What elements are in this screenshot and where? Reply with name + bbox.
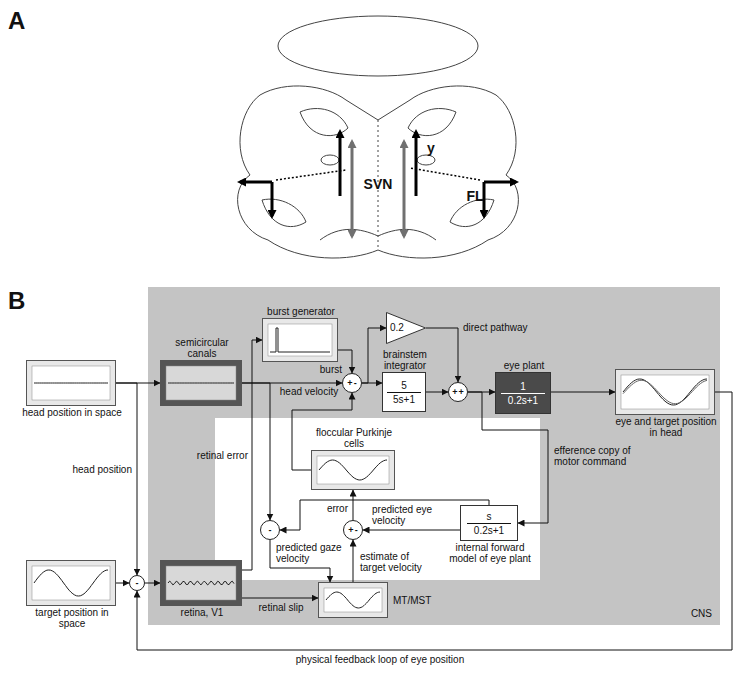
fraction-bar xyxy=(387,392,421,393)
sign: + xyxy=(347,379,352,388)
numerator: s xyxy=(487,511,492,522)
sensor-box: semicircular canals xyxy=(160,360,242,406)
input-box: head position in space xyxy=(26,360,116,406)
node-heading: eye plant xyxy=(489,360,559,371)
signal-connector xyxy=(145,583,160,584)
structure-label: SVN xyxy=(360,176,396,192)
node-heading: retina, V1 xyxy=(160,607,244,618)
signal-label: head position xyxy=(62,464,132,475)
signal-connector xyxy=(551,392,615,393)
numerator: 5 xyxy=(401,380,407,391)
summing-junction: ++ xyxy=(448,382,468,402)
transfer-box: internal forward model of eye plants0.2s… xyxy=(460,505,518,541)
signal-plot xyxy=(161,561,241,605)
signal-plot xyxy=(161,361,241,405)
signal-label: burst xyxy=(298,364,342,375)
signal-label: retinal error xyxy=(180,450,248,461)
signal-label: predicted gaze velocity xyxy=(276,542,344,564)
transfer-box: brainstem integrator55s+1 xyxy=(382,372,426,412)
denominator: 5s+1 xyxy=(393,394,415,405)
summing-junction: - xyxy=(260,520,280,540)
node-heading: MT/MST xyxy=(393,595,437,606)
signal-connector xyxy=(242,598,318,599)
summing-junction: +- xyxy=(343,520,363,540)
cns-region xyxy=(148,287,720,625)
node-heading: target position in space xyxy=(22,607,122,629)
signal-connector xyxy=(280,500,489,530)
node-heading: internal forward model of eye plant xyxy=(448,542,532,564)
process-box: MT/MST xyxy=(318,582,388,618)
signal-plot xyxy=(312,451,394,489)
signal-plot xyxy=(263,319,337,361)
node-heading: burst generator xyxy=(256,306,346,317)
sign: - xyxy=(354,379,357,388)
signal-label: error xyxy=(312,503,348,514)
signal-plot xyxy=(319,583,387,617)
signal-connector xyxy=(426,392,448,393)
denominator: 0.2s+1 xyxy=(508,395,538,406)
fraction-bar xyxy=(501,393,544,394)
signal-label: head velocity xyxy=(276,386,342,397)
sign: - xyxy=(269,526,272,535)
sign: - xyxy=(355,526,358,535)
signal-label: estimate of target velocity xyxy=(360,551,432,573)
signal-connector xyxy=(426,328,458,382)
signal-connector xyxy=(353,490,354,520)
signal-connector xyxy=(137,392,732,650)
fraction: s 0.2s+1 xyxy=(461,506,517,540)
sensor-box: retina, V1 xyxy=(160,560,242,606)
gain-triangle: 0.2 xyxy=(386,312,426,344)
panel-letter: A xyxy=(8,8,38,34)
signal-label: retinal slip xyxy=(248,602,314,613)
signal-connector xyxy=(363,530,460,531)
fraction: 1 0.2s+1 xyxy=(496,373,550,413)
signal-connector xyxy=(353,540,354,582)
input-box: target position in space xyxy=(26,560,116,606)
sign: + xyxy=(452,388,457,397)
gain-value: 0.2 xyxy=(390,322,404,333)
sign: + xyxy=(459,388,464,397)
signal-plot xyxy=(616,370,714,414)
node-heading: brainstem integrator xyxy=(373,349,437,371)
fraction-bar xyxy=(467,523,512,524)
fraction: 5 5s+1 xyxy=(383,373,425,411)
node-heading: semicircular canals xyxy=(160,337,244,359)
process-box: burst generator xyxy=(262,318,338,362)
numerator: 1 xyxy=(520,381,526,392)
signal-label: physical feedback loop of eye position xyxy=(250,654,510,665)
denominator: 0.2s+1 xyxy=(474,525,504,536)
axis-label: y xyxy=(424,140,438,156)
summing-junction: +- xyxy=(342,373,362,393)
process-box: floccular Purkinje cells xyxy=(311,450,395,490)
signal-connector xyxy=(116,583,129,584)
summing-junction: - xyxy=(129,575,145,591)
output-box: eye and target position in head xyxy=(615,369,715,415)
sign: + xyxy=(348,526,353,535)
signal-plot xyxy=(27,561,115,605)
region-label: CNS xyxy=(691,608,712,619)
panel-letter: B xyxy=(8,288,38,314)
structure-label: FL xyxy=(462,188,488,204)
signal-label: direct pathway xyxy=(463,322,547,333)
transfer-box: eye plant10.2s+1 xyxy=(495,372,551,414)
cerebellar-region xyxy=(215,418,540,580)
axis-arrows xyxy=(240,132,516,236)
node-heading: head position in space xyxy=(22,407,122,418)
node-heading: eye and target position in head xyxy=(611,416,721,438)
signal-plot xyxy=(27,361,115,405)
signal-label: efference copy of motor command xyxy=(554,445,646,467)
sign: - xyxy=(136,579,139,588)
node-heading: floccular Purkinje cells xyxy=(309,427,399,449)
brain-section xyxy=(238,16,519,258)
signal-label: predicted eye velocity xyxy=(372,504,456,526)
